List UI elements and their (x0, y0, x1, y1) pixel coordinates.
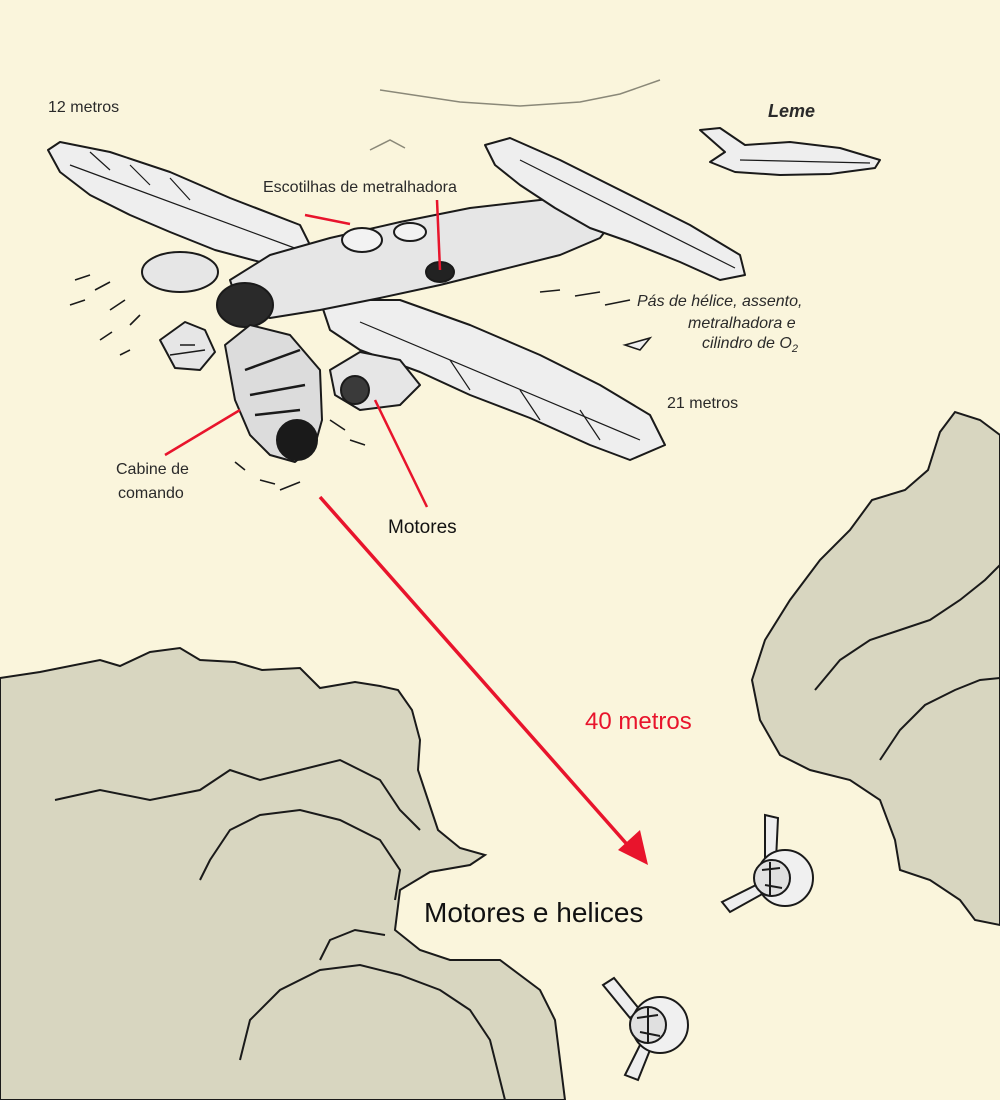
engine-propeller-2 (601, 976, 689, 1082)
distance-arrow (318, 495, 648, 865)
leader-line-escotilhas-left (304, 213, 351, 226)
label-cabine-line1: Cabine de (116, 461, 189, 478)
label-40-metros: 40 metros (585, 708, 692, 735)
label-motores: Motores (388, 517, 457, 538)
leader-lines (164, 199, 442, 508)
label-cabine-line2: comando (118, 485, 184, 502)
label-leme: Leme (768, 101, 816, 121)
rock-formation-right (750, 410, 1000, 927)
engine-propeller-1 (720, 813, 814, 914)
debris-field (69, 274, 653, 491)
leader-line-cabine (164, 408, 241, 457)
label-pas-subscript: 2 (791, 343, 798, 356)
label-escotilhas: Escotilhas de metralhadora (263, 179, 457, 196)
fuselage (229, 194, 621, 319)
label-pas-line1: Pás de hélice, assento, (637, 293, 803, 310)
label-12-metros: 12 metros (48, 99, 120, 116)
rock-formation-left (0, 646, 567, 1100)
tail-section (484, 137, 746, 281)
label-21-metros: 21 metros (667, 395, 739, 412)
label-pas-line3: cilindro de O2 (702, 334, 798, 357)
detached-rudder (699, 127, 881, 176)
label-pas-line3-text: cilindro de O (702, 335, 792, 352)
aircraft-wreck (47, 137, 746, 463)
label-pas-line2: metralhadora e (688, 315, 796, 332)
label-motores-helices: Motores e helices (424, 897, 644, 928)
leader-line-escotilhas-right (435, 199, 442, 271)
leader-line-motores (373, 399, 429, 508)
